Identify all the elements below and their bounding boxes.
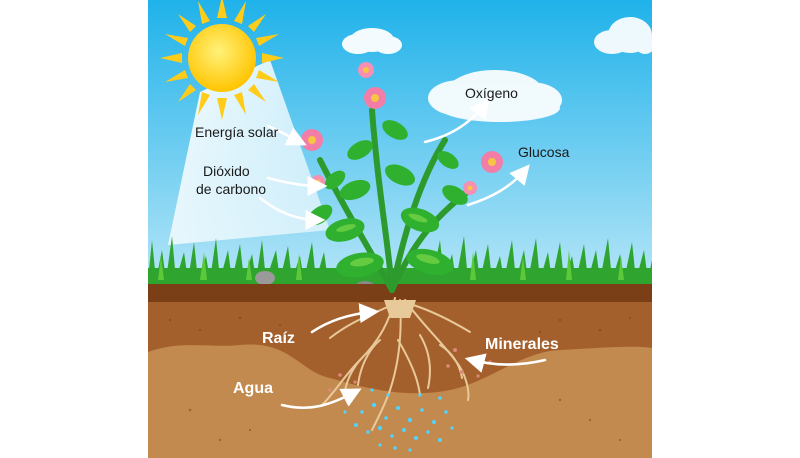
leaf-highlights — [336, 213, 440, 267]
process-arrows — [258, 98, 547, 409]
flower-icon — [358, 62, 374, 78]
water-droplets — [343, 388, 454, 452]
arrow-minerales — [464, 353, 547, 373]
sunlight-beam — [168, 60, 330, 245]
flower-icon — [481, 151, 503, 173]
label-energia-solar: Energía solar — [195, 124, 279, 140]
label-glucosa: Glucosa — [518, 144, 570, 160]
topsoil-layer — [148, 284, 652, 306]
label-raiz: Raíz — [262, 330, 295, 347]
flower-icon — [301, 129, 323, 151]
cloud-icon — [342, 28, 402, 54]
arrow-agua — [280, 388, 362, 409]
arrow-co2-a — [266, 175, 328, 196]
root-base — [384, 300, 416, 318]
grass-highlights — [158, 250, 624, 280]
arrow-raiz — [310, 303, 380, 334]
label-dioxido-line2: de carbono — [196, 181, 266, 197]
arrow-energy — [266, 124, 307, 146]
sun-icon — [160, 0, 284, 120]
label-oxigeno: Oxígeno — [465, 85, 518, 101]
deep-soil-layer — [148, 344, 652, 458]
arrow-oxygen — [423, 98, 490, 144]
plant-roots — [321, 297, 471, 431]
arrow-glucose — [466, 164, 530, 207]
flower-icon — [364, 87, 386, 109]
label-minerales: Minerales — [485, 336, 559, 353]
label-agua: Agua — [233, 380, 273, 397]
label-dioxido-line1: Dióxido — [203, 163, 250, 179]
cloud-icon — [594, 17, 655, 54]
flower-icon — [463, 181, 477, 195]
soil-speckles — [168, 316, 632, 442]
arrow-co2-b — [258, 196, 326, 230]
